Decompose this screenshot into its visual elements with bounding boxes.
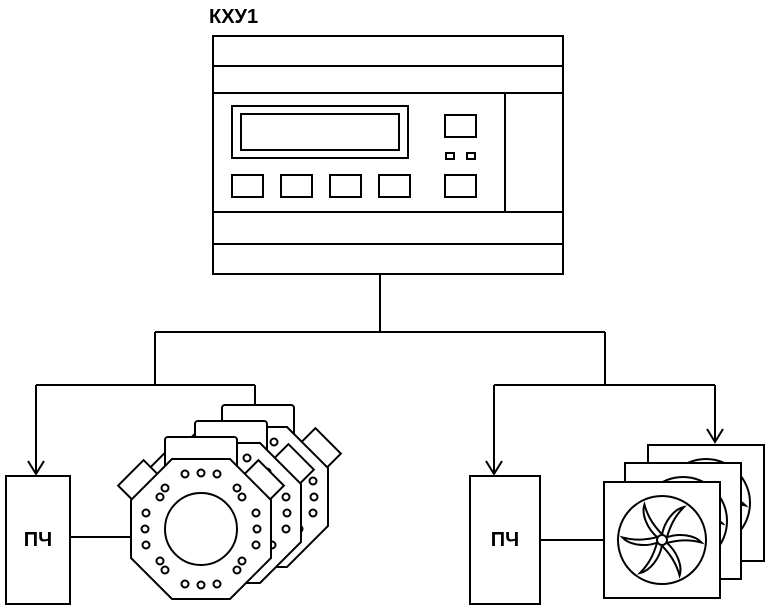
connection-lines — [35, 274, 716, 474]
left-group: ПЧ — [5, 404, 342, 605]
controller-key-top — [444, 114, 477, 138]
right-group: ПЧ — [469, 444, 765, 605]
controller-key-bottom — [444, 174, 477, 198]
display-screen — [231, 105, 409, 159]
arrowheads — [27, 408, 724, 476]
controller-key-2 — [280, 174, 313, 198]
controller-unit-icon — [212, 35, 564, 275]
indicator-led-2 — [466, 152, 476, 160]
fan-icon — [603, 444, 765, 599]
compressor-icon — [117, 404, 342, 600]
drive-label-left: ПЧ — [24, 529, 52, 551]
controller-key-3 — [329, 174, 362, 198]
indicator-led-1 — [445, 152, 455, 160]
drive-box-left — [5, 475, 71, 605]
controller-key-4 — [378, 174, 411, 198]
controller-key-1 — [231, 174, 264, 198]
drive-label-right: ПЧ — [491, 529, 519, 551]
controller-label: КХУ1 — [209, 6, 258, 28]
